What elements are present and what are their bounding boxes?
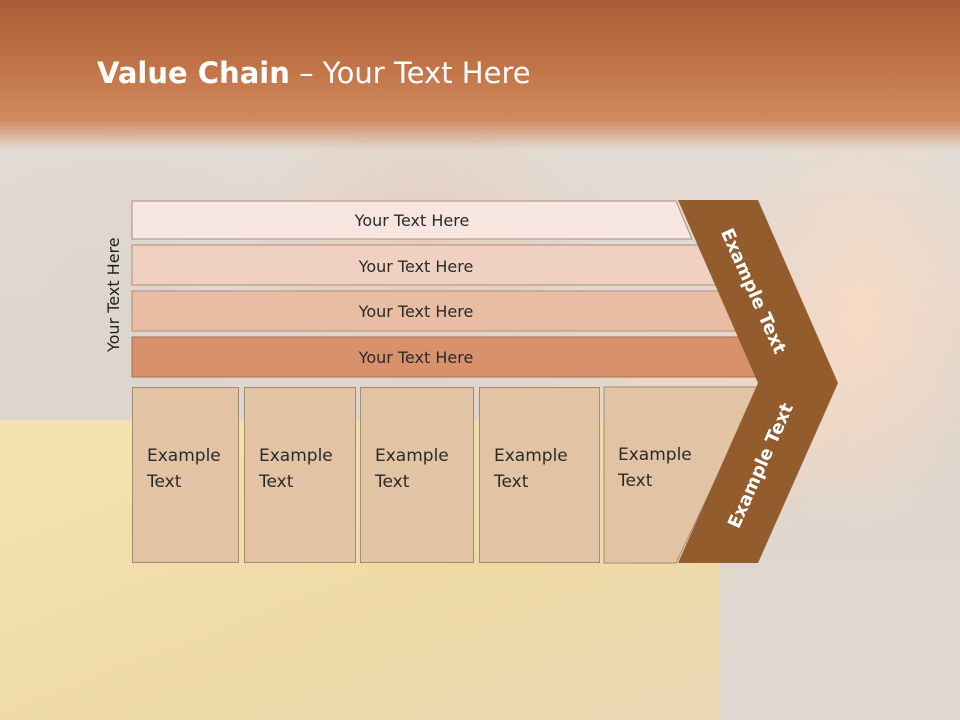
cell-4-line2: Text: [494, 472, 529, 492]
cell-5-text: Example Text: [604, 387, 714, 563]
cell-3[interactable]: Example Text: [360, 387, 474, 563]
cell-4[interactable]: Example Text: [479, 387, 600, 563]
band-label-2: Your Text Here: [358, 256, 474, 276]
cell-2-line2: Text: [259, 472, 294, 492]
band-label-4: Your Text Here: [358, 347, 474, 367]
band-label-1: Your Text Here: [354, 210, 470, 230]
cell-2-line1: Example: [259, 446, 333, 466]
cell-4-line1: Example: [494, 446, 568, 466]
cell-shape-5[interactable]: [603, 386, 761, 564]
cell-5-line1: Example: [618, 445, 692, 465]
cell-2[interactable]: Example Text: [244, 387, 356, 563]
header-bar: [0, 0, 960, 150]
band-shape-1[interactable]: [131, 200, 693, 240]
cell-3-line1: Example: [375, 446, 449, 466]
cell-5-line2: Text: [618, 471, 653, 491]
cell-3-line2: Text: [375, 472, 410, 492]
cell-1-line1: Example: [147, 446, 221, 466]
chevron-arrow[interactable]: [678, 200, 838, 563]
cell-1-line2: Text: [147, 472, 182, 492]
title-rest: – Your Text Here: [289, 56, 531, 90]
slide-title[interactable]: Value Chain – Your Text Here: [97, 56, 531, 90]
cell-1[interactable]: Example Text: [132, 387, 239, 563]
title-bold: Value Chain: [97, 56, 290, 90]
band-label-3: Your Text Here: [358, 301, 474, 321]
